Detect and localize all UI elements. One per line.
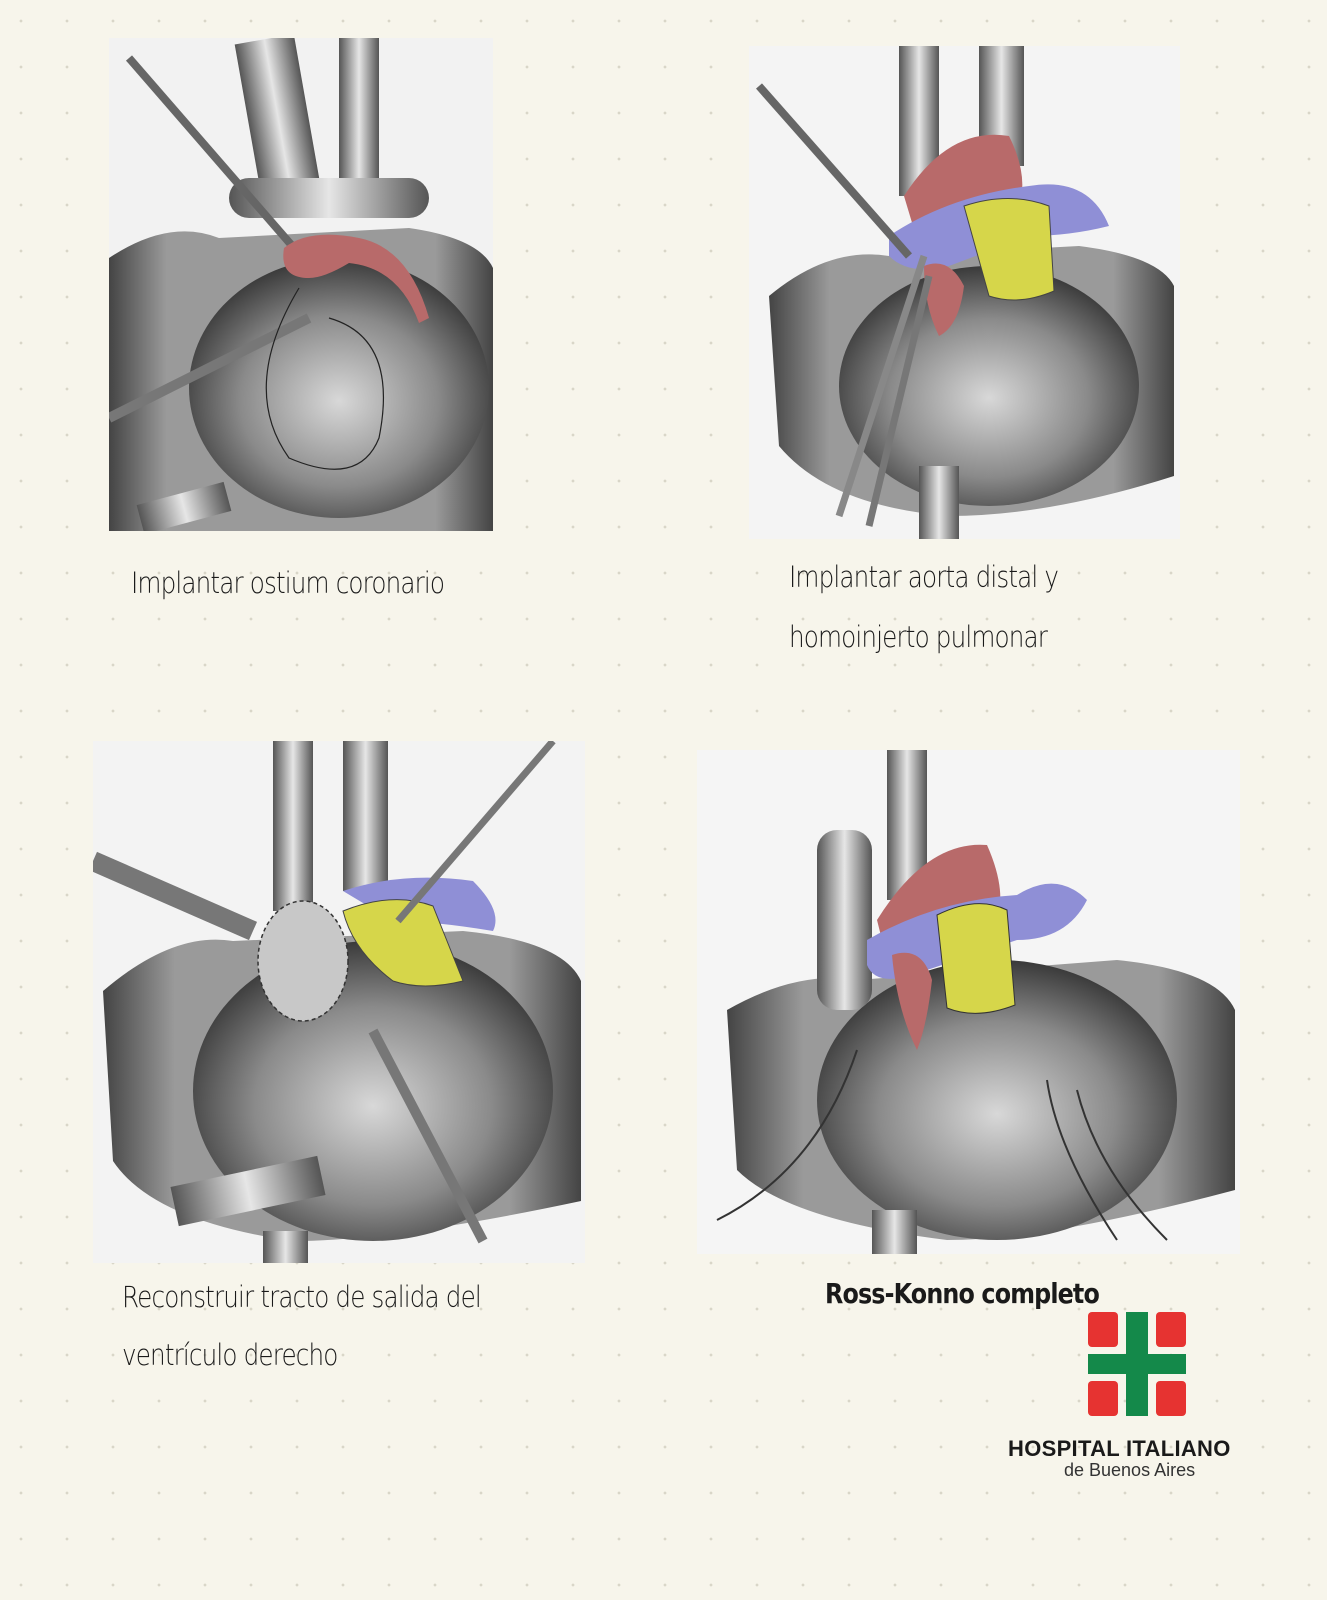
illustration-ross-konno-complete [697,750,1240,1254]
illustration-implant-distal-aorta-pulmonary-homograft [749,46,1180,539]
logo-name: HOSPITAL ITALIANO [1008,1436,1231,1461]
caption-panel-4: Ross-Konno completo [825,1277,1100,1310]
caption-panel-3-line-2: ventrículo derecho [122,1338,338,1372]
illustration-reconstruct-rvot [93,741,585,1263]
hospital-italiano-logo [1088,1312,1186,1416]
logo-subtitle: de Buenos Aires [1064,1460,1196,1480]
caption-panel-2-line-2: homoinjerto pulmonar [789,620,1048,654]
caption-panel-1: Implantar ostium coronario [131,566,445,600]
caption-panel-3-line-1: Reconstruir tracto de salida del [122,1280,482,1314]
caption-panel-2-line-1: Implantar aorta distal y [789,560,1059,594]
illustration-implant-coronary-ostium [109,38,493,531]
